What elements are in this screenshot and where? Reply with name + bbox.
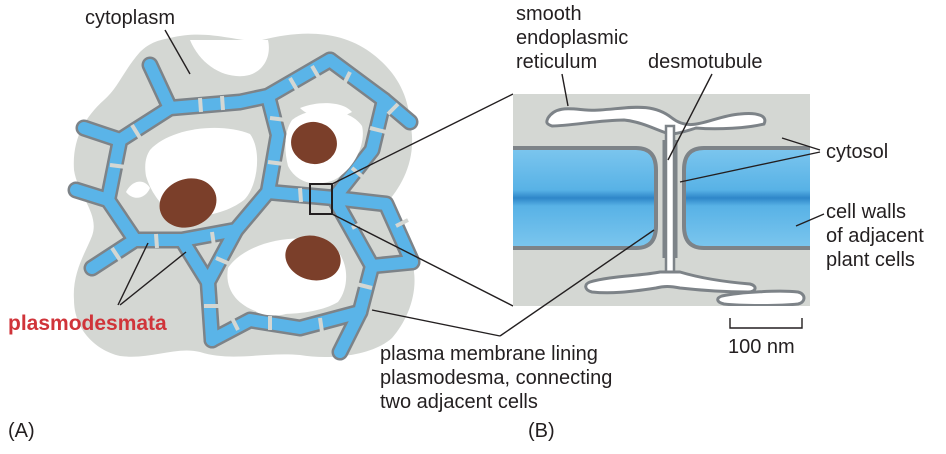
leader-plasmodesmata-1 [117, 242, 149, 306]
plasma-membrane-channel [662, 140, 678, 258]
notch [190, 40, 269, 77]
nucleus-left [159, 178, 217, 228]
leader-smooth-er [561, 73, 569, 107]
desmotubule-shape [664, 124, 676, 280]
label-cell-walls: cell walls of adjacent plant cells [826, 201, 929, 271]
cell-wall-left [513, 146, 658, 250]
leader-cell-walls [795, 213, 825, 227]
cell-walls-a [67, 51, 421, 361]
panel-b-tag: (B) [528, 420, 555, 442]
label-desmotubule: desmotubule [648, 51, 763, 73]
leader-plasma-membrane-b [499, 229, 655, 337]
label-smooth-er: smooth endoplasmic reticulum [516, 3, 634, 73]
nuclei [159, 121, 341, 281]
nucleus-top [291, 121, 337, 165]
leader-cytosol-1 [781, 137, 821, 151]
leader-cytosol-2 [679, 151, 821, 183]
smooth-er-fragment [716, 289, 806, 306]
zoom-box [309, 183, 333, 215]
smooth-er-bottom [584, 270, 757, 295]
cell-wall-right [682, 146, 810, 250]
label-cytoplasm: cytoplasm [85, 7, 175, 29]
zoom-line-top [331, 93, 514, 185]
panel-a-tag: (A) [8, 420, 35, 442]
label-cytosol: cytosol [826, 141, 888, 163]
scale-bar [729, 318, 803, 329]
nucleus-bottom [285, 235, 341, 281]
leader-plasmodesmata-2 [119, 251, 187, 306]
zoom-line-bottom [331, 213, 514, 307]
panel-b: smooth endoplasmic reticulum desmotubule… [371, 3, 929, 442]
leader-cytoplasm [164, 29, 191, 75]
label-scale-bar: 100 nm [728, 336, 795, 358]
label-plasma-membrane: plasma membrane lining plasmodesma, conn… [380, 343, 618, 413]
leader-plasma-membrane-a [371, 309, 501, 337]
smooth-er-top [545, 105, 767, 136]
label-plasmodesmata: plasmodesmata [8, 312, 167, 335]
leader-desmotubule [667, 73, 713, 161]
panel-a: cytoplasm plasmodesmata (A) [8, 7, 421, 442]
